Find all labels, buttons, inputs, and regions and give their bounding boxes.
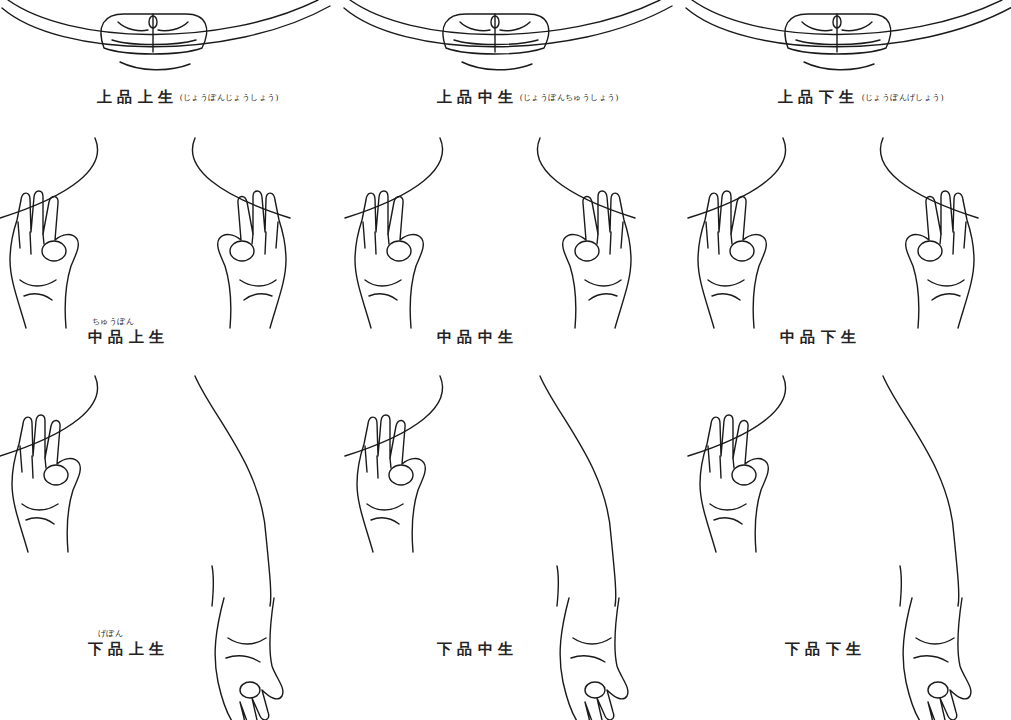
mudra-name: 中品上生 <box>88 330 169 345</box>
reading-label: (じょうぼんちゅうしょう) <box>520 94 619 102</box>
mudra-figure <box>344 0 672 70</box>
reading-label: げぼん <box>98 630 123 638</box>
mudra-name: 上品中生 <box>437 90 518 105</box>
mudra-figure <box>345 376 628 720</box>
mudra-figure <box>2 0 330 70</box>
mudra-name: 下品下生 <box>785 642 866 657</box>
mudra-figure <box>688 138 978 328</box>
mudra-name: 上品上生 <box>97 90 178 105</box>
mudra-figure <box>688 376 971 720</box>
mudra-figure <box>345 138 635 328</box>
mudra-figure <box>686 0 1011 70</box>
reading-label: ちゅうぼん <box>92 318 134 326</box>
mudra-figure <box>0 138 290 328</box>
mudra-name: 中品下生 <box>780 330 861 345</box>
mudra-name: 下品上生 <box>88 642 169 657</box>
reading-label: (じょうぼんげしょう) <box>862 94 944 102</box>
mudra-name: 上品下生 <box>778 90 859 105</box>
mudra-name: 中品中生 <box>437 330 518 345</box>
mudra-name: 下品中生 <box>437 642 518 657</box>
mudra-figure <box>0 376 283 720</box>
reading-label: (じょうぼんじょうしょう) <box>180 94 279 102</box>
